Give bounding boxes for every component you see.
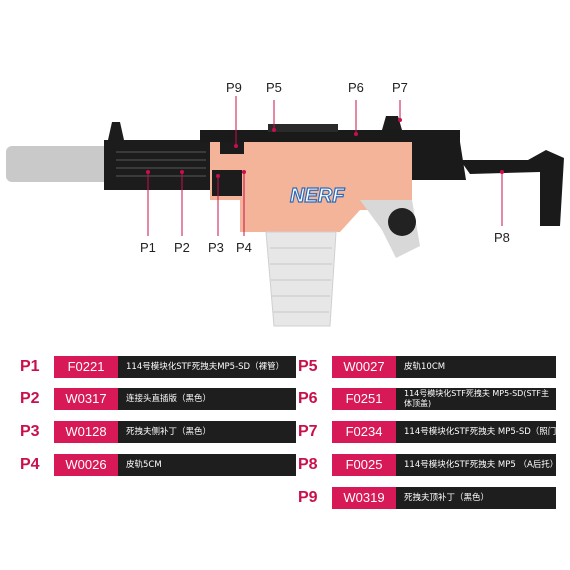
magazine <box>265 231 337 327</box>
part-code: F0234 <box>332 421 396 443</box>
rear-sight <box>382 116 402 130</box>
part-desc: 114号模块化STF死拽夫 MP5-SD(STF主体顶盖) <box>396 388 556 410</box>
part-code: F0251 <box>332 388 396 410</box>
rear-stock <box>460 150 564 226</box>
part-row-p6: P6 F0251 114号模块化STF死拽夫 MP5-SD(STF主体顶盖) <box>298 388 556 410</box>
part-desc: 皮轨5CM <box>118 454 296 476</box>
suppressor-tube <box>6 146 110 182</box>
part-row-p3: P3 W0128 死拽夫侧补丁（黑色） <box>20 421 296 443</box>
part-code: W0026 <box>54 454 118 476</box>
part-code: W0027 <box>332 356 396 378</box>
part-row-p2: P2 W0317 连接头直插版（黑色） <box>20 388 296 410</box>
part-id: P9 <box>298 489 318 506</box>
part-row-p1: P1 F0221 114号模块化STF死拽夫MP5-SD（裸管） <box>20 356 296 378</box>
part-id: P2 <box>20 390 40 407</box>
part-row-p7: P7 F0234 114号模块化STF死拽夫 MP5-SD（照门） <box>298 421 556 443</box>
callout-p6: P6 <box>348 80 364 95</box>
callout-p8: P8 <box>494 230 510 245</box>
part-id: P8 <box>298 456 318 473</box>
rear-receiver <box>412 142 466 180</box>
callout-p9: P9 <box>226 80 242 95</box>
part-code: F0221 <box>54 356 118 378</box>
part-row-p9: P9 W0319 死拽夫顶补丁（黑色） <box>298 487 556 509</box>
part-code: W0128 <box>54 421 118 443</box>
part-desc: 皮轨10CM <box>396 356 556 378</box>
side-patch <box>212 170 242 196</box>
callout-p2: P2 <box>174 240 190 255</box>
callout-p5: P5 <box>266 80 282 95</box>
callout-p3: P3 <box>208 240 224 255</box>
part-id: P4 <box>20 456 40 473</box>
part-desc: 114号模块化STF死拽夫MP5-SD（裸管） <box>118 356 296 378</box>
callout-p1: P1 <box>140 240 156 255</box>
picatinny-rail <box>268 124 338 132</box>
part-id: P5 <box>298 358 318 375</box>
top-cover <box>200 130 460 142</box>
grip-emblem <box>388 208 416 236</box>
nerf-logo: NERF <box>290 185 345 207</box>
part-desc: 死拽夫侧补丁（黑色） <box>118 421 296 443</box>
blaster-illustration: NERF <box>6 96 564 327</box>
callout-p4: P4 <box>236 240 252 255</box>
part-code: W0317 <box>54 388 118 410</box>
part-id: P3 <box>20 423 40 440</box>
part-desc: 114号模块化STF死拽夫 MP5-SD（照门） <box>396 421 556 443</box>
receiver-body <box>210 142 412 232</box>
part-row-p5: P5 W0027 皮轨10CM <box>298 356 556 378</box>
part-id: P6 <box>298 390 318 407</box>
part-desc: 连接头直插版（黑色） <box>118 388 296 410</box>
part-id: P1 <box>20 358 40 375</box>
part-desc: 114号模块化STF死拽夫 MP5 （A后托） <box>396 454 556 476</box>
top-patch <box>220 142 244 154</box>
callout-p7: P7 <box>392 80 408 95</box>
front-handguard <box>104 140 215 190</box>
front-sight <box>108 122 124 140</box>
part-row-p8: P8 F0025 114号模块化STF死拽夫 MP5 （A后托） <box>298 454 556 476</box>
part-desc: 死拽夫顶补丁（黑色） <box>396 487 556 509</box>
part-code: F0025 <box>332 454 396 476</box>
part-id: P7 <box>298 423 318 440</box>
part-row-p4: P4 W0026 皮轨5CM <box>20 454 296 476</box>
part-code: W0319 <box>332 487 396 509</box>
